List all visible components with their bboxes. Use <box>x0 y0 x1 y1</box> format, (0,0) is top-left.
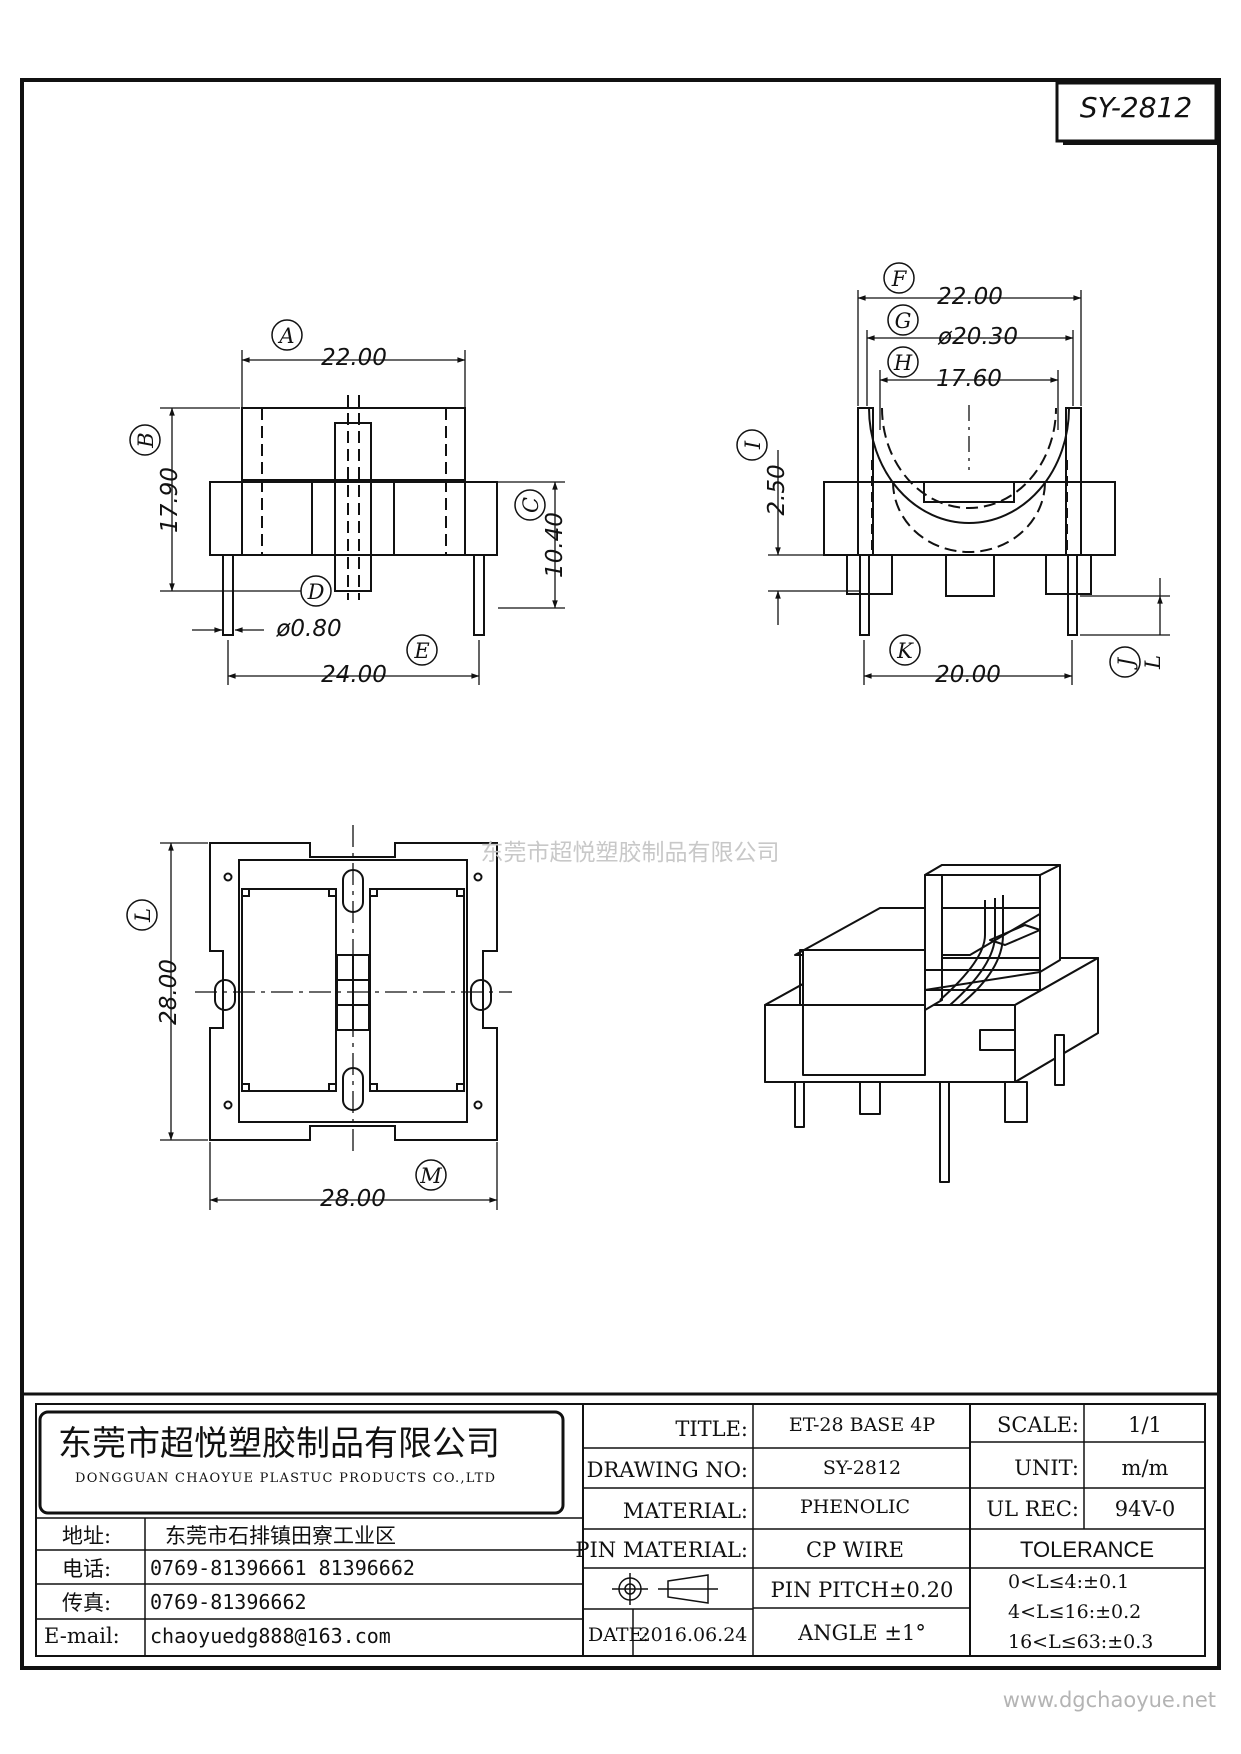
phone-value: 0769-81396661 81396662 <box>150 1556 415 1580</box>
dim-I-value: 2.50 <box>764 464 790 515</box>
dim-E-value: 24.00 <box>321 662 387 688</box>
dim-F-value: 22.00 <box>937 284 1003 310</box>
dim-A-letter: A <box>277 324 294 348</box>
dim-L-top-letter: L <box>131 908 155 923</box>
title-label: TITLE: <box>675 1417 748 1441</box>
unit-value: m/m <box>1122 1456 1169 1480</box>
dim-G-value: ø20.30 <box>937 324 1018 350</box>
material-label: MATERIAL: <box>623 1499 748 1523</box>
title-block <box>22 1392 1219 1657</box>
website-url: www.dgchaoyue.net <box>1003 1688 1216 1712</box>
dim-D-letter: D <box>307 580 325 604</box>
title-value: ET-28 BASE 4P <box>789 1414 935 1436</box>
title-block-text: 东莞市超悦塑胶制品有限公司 DONGGUAN CHAOYUE PLASTUC P… <box>44 1413 1175 1653</box>
address-label: 地址: <box>62 1524 111 1548</box>
dim-K-letter: K <box>896 639 914 663</box>
scale-label: SCALE: <box>997 1413 1079 1437</box>
drawing-code-box: SY-2812 <box>1055 81 1219 145</box>
tolerance-row-3: 16<L≤63:±0.3 <box>1008 1631 1153 1653</box>
top-view-dimensions <box>160 842 498 1210</box>
drawing-frame <box>20 78 1221 1670</box>
isometric-view <box>764 864 1099 1183</box>
dim-L-top-balloon <box>126 899 158 931</box>
dim-E-letter: E <box>413 639 429 663</box>
unit-label: UNIT: <box>1014 1456 1079 1480</box>
projection-symbol <box>612 1573 718 1605</box>
side-view-dimensions <box>768 290 1170 685</box>
dim-L-side-letter: L <box>1141 655 1165 670</box>
dim-F-balloon <box>883 262 915 294</box>
side-view <box>823 405 1116 636</box>
front-view <box>209 395 498 636</box>
dim-M-value: 28.00 <box>320 1186 386 1212</box>
top-view <box>195 825 512 1155</box>
tolerance-label: TOLERANCE <box>1020 1537 1154 1562</box>
date-value: 2016.06.24 <box>639 1624 748 1646</box>
tolerance-row-2: 4<L≤16:±0.2 <box>1008 1601 1141 1623</box>
dim-H-value: 17.60 <box>936 366 1002 392</box>
angle-tolerance: ANGLE ±1° <box>797 1621 926 1645</box>
dim-A-balloon <box>271 319 303 351</box>
dim-E-balloon <box>406 634 438 666</box>
fax-value: 0769-81396662 <box>150 1590 307 1614</box>
dim-B-value: 17.90 <box>157 467 183 533</box>
date-label: DATE: <box>588 1624 649 1646</box>
tolerance-row-1: 0<L≤4:±0.1 <box>1008 1571 1129 1593</box>
company-name-en: DONGGUAN CHAOYUE PLASTUC PRODUCTS CO.,LT… <box>75 1471 495 1486</box>
phone-label: 电话: <box>62 1557 111 1581</box>
dim-B-balloon <box>129 424 161 456</box>
fax-label: 传真: <box>62 1591 111 1615</box>
dim-H-letter: H <box>893 351 913 375</box>
address-value: 东莞市石排镇田寮工业区 <box>165 1524 396 1548</box>
dim-H-balloon <box>887 346 919 378</box>
drawing-no-value: SY-2812 <box>823 1457 901 1479</box>
dim-I-letter: I <box>741 440 765 450</box>
ul-rec-value: 94V-0 <box>1115 1497 1175 1521</box>
dim-G-letter: G <box>895 309 912 333</box>
dim-F-letter: F <box>891 267 908 291</box>
drawing-code: SY-2812 <box>1080 91 1192 124</box>
pin-material-value: CP WIRE <box>806 1538 904 1562</box>
dim-J-letter: J <box>1114 656 1138 670</box>
dim-A-value: 22.00 <box>321 345 387 371</box>
dim-M-balloon <box>415 1159 447 1191</box>
dim-C-letter: C <box>519 497 543 513</box>
email-label: E-mail: <box>44 1624 120 1648</box>
pin-pitch: PIN PITCH±0.20 <box>771 1578 954 1602</box>
watermark: 东莞市超悦塑胶制品有限公司 <box>481 840 780 866</box>
dim-L-top-value: 28.00 <box>156 959 182 1025</box>
dim-B-letter: B <box>134 432 158 448</box>
dim-G-balloon <box>887 304 919 336</box>
scale-value: 1/1 <box>1128 1413 1162 1437</box>
dim-K-value: 20.00 <box>935 662 1001 688</box>
dimension-labels: A 22.00 B 17.90 C 10.40 D ø0.80 E 24.00 … <box>126 262 1165 1212</box>
email-value: chaoyuedg888@163.com <box>150 1624 391 1648</box>
company-name-cn: 东莞市超悦塑胶制品有限公司 <box>58 1424 500 1464</box>
material-value: PHENOLIC <box>800 1496 910 1518</box>
dim-I-balloon <box>736 429 768 461</box>
dim-M-letter: M <box>419 1164 442 1188</box>
pin-material-label: PIN MATERIAL: <box>575 1538 748 1562</box>
dim-D-balloon <box>300 575 332 607</box>
dim-C-value: 10.40 <box>542 512 568 578</box>
dim-D-value: ø0.80 <box>275 616 341 642</box>
dim-J-balloon <box>1109 646 1141 678</box>
front-view-dimensions <box>160 350 565 685</box>
ul-rec-label: UL REC: <box>986 1497 1079 1521</box>
dim-K-balloon <box>889 634 921 666</box>
drawing-no-label: DRAWING NO: <box>587 1458 748 1482</box>
dim-C-balloon <box>514 489 546 521</box>
